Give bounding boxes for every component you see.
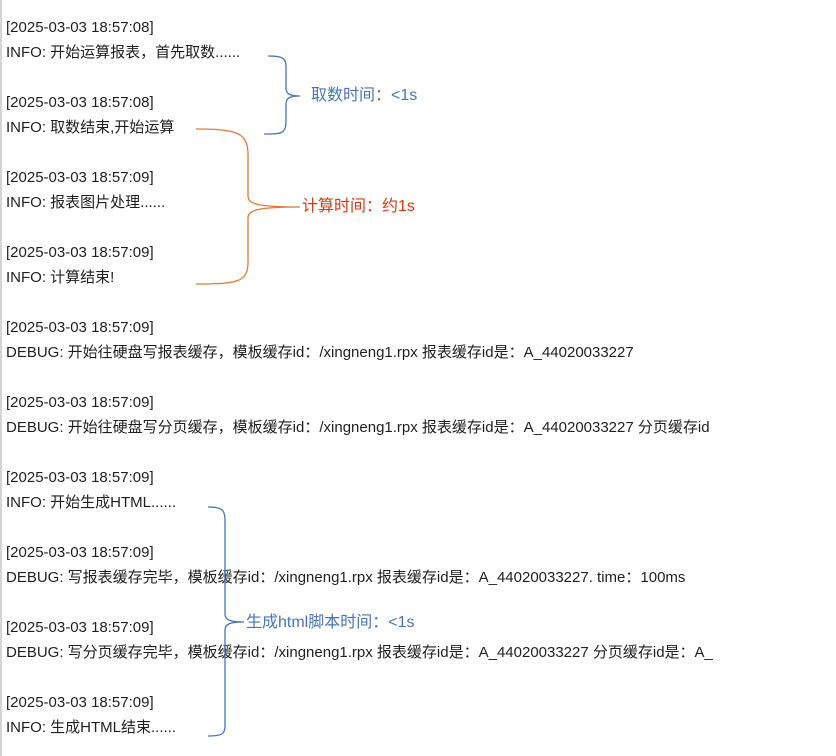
fetch-time-bracket <box>263 55 301 135</box>
log-message: DEBUG: 开始往硬盘写分页缓存，模板缓存id：/xingneng1.rpx … <box>6 419 710 436</box>
log-timestamp: [2025-03-03 18:57:09] <box>6 694 154 711</box>
fetch-time-label: 取数时间：<1s <box>311 87 418 104</box>
log-timestamp: [2025-03-03 18:57:09] <box>6 544 154 561</box>
log-timestamp: [2025-03-03 18:57:08] <box>6 94 154 111</box>
log-timestamp: [2025-03-03 18:57:09] <box>6 394 154 411</box>
log-message: INFO: 开始生成HTML...... <box>6 494 177 511</box>
log-panel: [2025-03-03 18:57:08] INFO: 开始运算报表，首先取数..… <box>0 0 713 756</box>
log-timestamp: [2025-03-03 18:57:09] <box>6 469 154 486</box>
log-message: DEBUG: 写分页缓存完毕，模板缓存id：/xingneng1.rpx 报表缓… <box>6 644 713 661</box>
log-message: INFO: 报表图片处理...... <box>6 194 166 211</box>
html-time-label: 生成html脚本时间：<1s <box>246 614 415 631</box>
log-message: INFO: 生成HTML结束...... <box>6 719 177 736</box>
log-timestamp: [2025-03-03 18:57:09] <box>6 169 154 186</box>
log-message: DEBUG: 开始往硬盘写报表缓存，模板缓存id：/xingneng1.rpx … <box>6 344 634 361</box>
html-time-bracket <box>207 506 245 737</box>
log-message: INFO: 开始运算报表，首先取数...... <box>6 44 241 61</box>
log-message: INFO: 计算结束! <box>6 269 115 286</box>
log-message: INFO: 取数结束,开始运算 <box>6 119 175 136</box>
log-timestamp: [2025-03-03 18:57:08] <box>6 19 154 36</box>
log-timestamp: [2025-03-03 18:57:09] <box>6 619 154 636</box>
compute-time-bracket <box>195 128 301 285</box>
log-message: DEBUG: 写报表缓存完毕，模板缓存id：/xingneng1.rpx 报表缓… <box>6 569 686 586</box>
compute-time-label: 计算时间：约1s <box>302 198 415 215</box>
log-timestamp: [2025-03-03 18:57:09] <box>6 244 154 261</box>
log-timestamp: [2025-03-03 18:57:09] <box>6 319 154 336</box>
